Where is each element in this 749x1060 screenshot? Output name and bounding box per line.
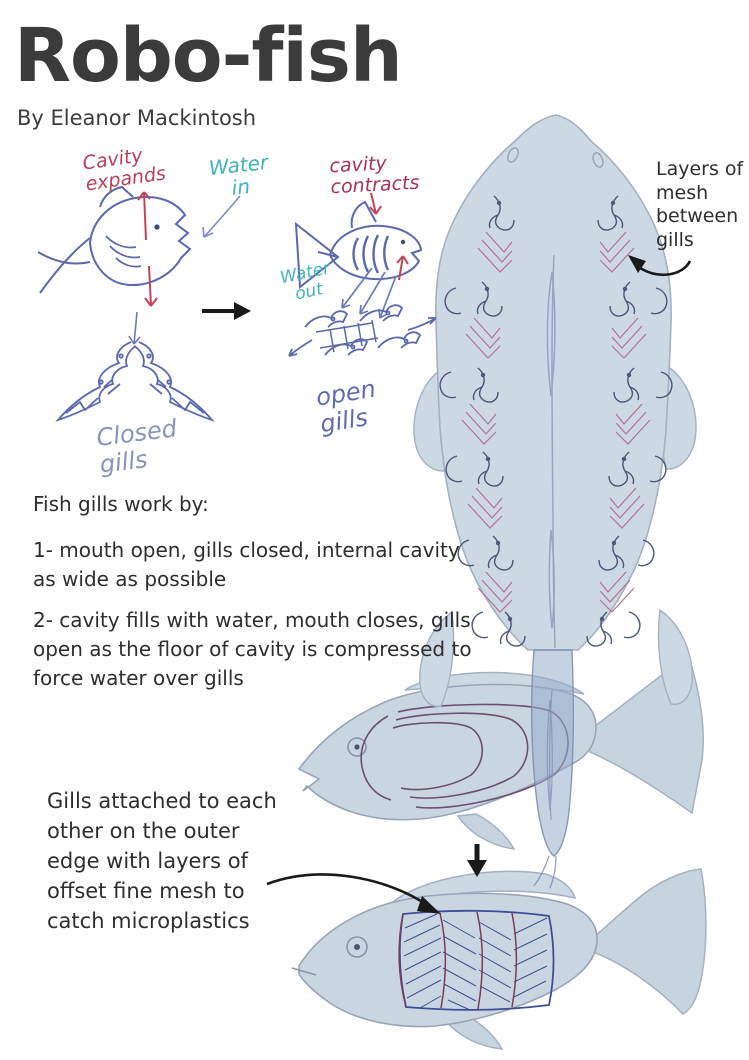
top-fish-spine xyxy=(546,254,556,649)
top-fish-gill-array xyxy=(439,195,673,647)
top-fish-body xyxy=(435,114,672,651)
right-arrow-icon xyxy=(202,302,251,320)
how-it-works-intro: Fish gills work by: xyxy=(33,492,209,516)
top-fish-tail xyxy=(530,649,575,889)
label-water-out: Water out xyxy=(278,258,332,305)
middle-fish-pelvic-fin xyxy=(456,813,516,850)
note-gills-attached: Gills attached to each other on the oute… xyxy=(47,789,277,933)
label-water-in: Water in xyxy=(207,150,270,201)
gills-note-arrow-icon xyxy=(266,873,441,914)
bottom-fish-eye xyxy=(346,936,368,958)
how-it-works-step1: 1- mouth open, gills closed, internal ca… xyxy=(33,538,460,591)
note-mesh-layers: Layers of mesh between gills xyxy=(656,158,744,251)
page-byline: By Eleanor Mackintosh xyxy=(17,106,257,130)
bottom-fish-dorsal-fin xyxy=(386,870,577,909)
down-arrow-icon xyxy=(467,844,487,877)
bottom-fish-mouth xyxy=(291,967,317,976)
how-it-works-step2: 2- cavity fills with water, mouth closes… xyxy=(33,608,472,690)
middle-fish-body xyxy=(297,683,597,821)
bottom-fish-mesh-panel xyxy=(398,909,555,1011)
top-fish-right-fin xyxy=(660,364,697,470)
mesh-note-arrow-icon xyxy=(628,255,692,277)
bottom-fish-tail-fin xyxy=(584,868,707,1015)
water-in-arrow-icon xyxy=(202,195,241,238)
top-fish-left-nostril xyxy=(507,147,519,163)
closed-gills-sketch xyxy=(57,311,213,421)
bottom-fish-pelvic-fin xyxy=(443,1013,504,1050)
bottom-fish-body xyxy=(298,892,598,1028)
label-open-gills: open gills xyxy=(314,374,378,439)
cavity-expands-arrows xyxy=(137,191,158,307)
cavity-contracts-arrows xyxy=(369,192,409,281)
page-title: Robo-fish xyxy=(14,13,403,99)
top-fish-left-fin xyxy=(413,366,451,472)
middle-fish-gill-plates xyxy=(360,703,569,809)
middle-fish-eye xyxy=(347,737,367,757)
middle-fish-tail-fin xyxy=(589,653,704,815)
label-closed-gills: Closed gills xyxy=(94,414,179,479)
water-out-arrows xyxy=(341,267,397,319)
label-cavity-contracts: cavity contracts xyxy=(328,152,420,199)
top-fish-right-lower-fin xyxy=(657,608,693,705)
bottom-fish-drawing xyxy=(291,868,707,1050)
top-fish-right-nostril xyxy=(592,152,604,168)
open-gills-sketch xyxy=(288,304,437,357)
sketch-fish-mouth-open xyxy=(37,185,192,294)
label-cavity-expands: Cavity expands xyxy=(81,144,168,196)
